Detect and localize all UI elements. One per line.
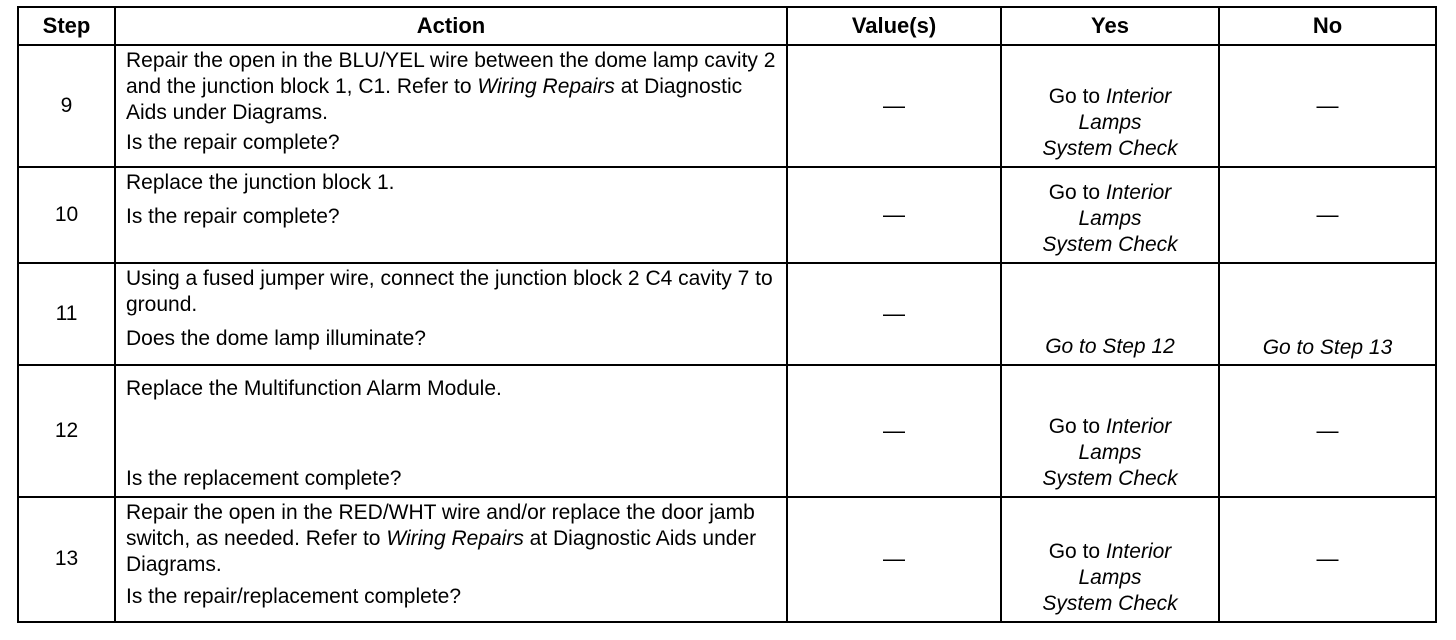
no-cell: — <box>1218 166 1437 265</box>
value-cell: — <box>786 364 1002 498</box>
action-cell: Using a fused jumper wire, connect the j… <box>114 262 788 367</box>
action-question: Is the repair/replacement complete? <box>126 584 462 608</box>
no-cell: — <box>1218 364 1437 498</box>
header-action: Action <box>114 6 788 46</box>
step-number: 9 <box>17 43 116 169</box>
table-row: 13 Repair the open in the RED/WHT wire a… <box>17 495 1437 624</box>
no-cell: — <box>1218 43 1437 169</box>
action-text: Replace the junction block 1. <box>126 171 395 195</box>
action-cell: Repair the open in the RED/WHT wire and/… <box>114 495 788 624</box>
action-cell: Repair the open in the BLU/YEL wire betw… <box>114 43 788 169</box>
diagnostic-table: Step Action Value(s) Yes No 9 Repair the… <box>17 6 1437 624</box>
header-yes: Yes <box>1000 6 1220 46</box>
value-cell: — <box>786 166 1002 265</box>
table-row: 11 Using a fused jumper wire, connect th… <box>17 262 1437 367</box>
action-text: Repair the open in the RED/WHT wire and/… <box>126 500 757 576</box>
value-cell: — <box>786 495 1002 624</box>
step-number: 12 <box>17 364 116 498</box>
table-row: 9 Repair the open in the BLU/YEL wire be… <box>17 43 1437 169</box>
wiring-repairs-ref: Wiring Repairs <box>386 526 524 550</box>
no-cell: — <box>1218 495 1437 624</box>
action-question: Is the replacement complete? <box>126 466 402 490</box>
yes-cell: Go to Step 12 <box>1000 262 1220 367</box>
action-text: Replace the Multifunction Alarm Module. <box>126 377 502 401</box>
header-step: Step <box>17 6 116 46</box>
header-row: Step Action Value(s) Yes No <box>17 6 1437 46</box>
action-question: Is the repair complete? <box>126 131 340 154</box>
header-no: No <box>1218 6 1437 46</box>
action-question: Is the repair complete? <box>126 205 340 229</box>
header-values: Value(s) <box>786 6 1002 46</box>
table-row: 10 Replace the junction block 1. Is the … <box>17 166 1437 265</box>
wiring-repairs-ref: Wiring Repairs <box>477 75 615 98</box>
action-question: Does the dome lamp illuminate? <box>126 327 426 351</box>
action-cell: Replace the junction block 1. Is the rep… <box>114 166 788 265</box>
value-cell: — <box>786 262 1002 367</box>
step-number: 10 <box>17 166 116 265</box>
value-cell: — <box>786 43 1002 169</box>
action-cell: Replace the Multifunction Alarm Module. … <box>114 364 788 498</box>
table-row: 12 Replace the Multifunction Alarm Modul… <box>17 364 1437 498</box>
action-text: Repair the open in the BLU/YEL wire betw… <box>126 49 776 124</box>
step-number: 13 <box>17 495 116 624</box>
action-text: Using a fused jumper wire, connect the j… <box>126 267 773 317</box>
step-number: 11 <box>17 262 116 367</box>
no-cell: Go to Step 13 <box>1218 262 1437 367</box>
